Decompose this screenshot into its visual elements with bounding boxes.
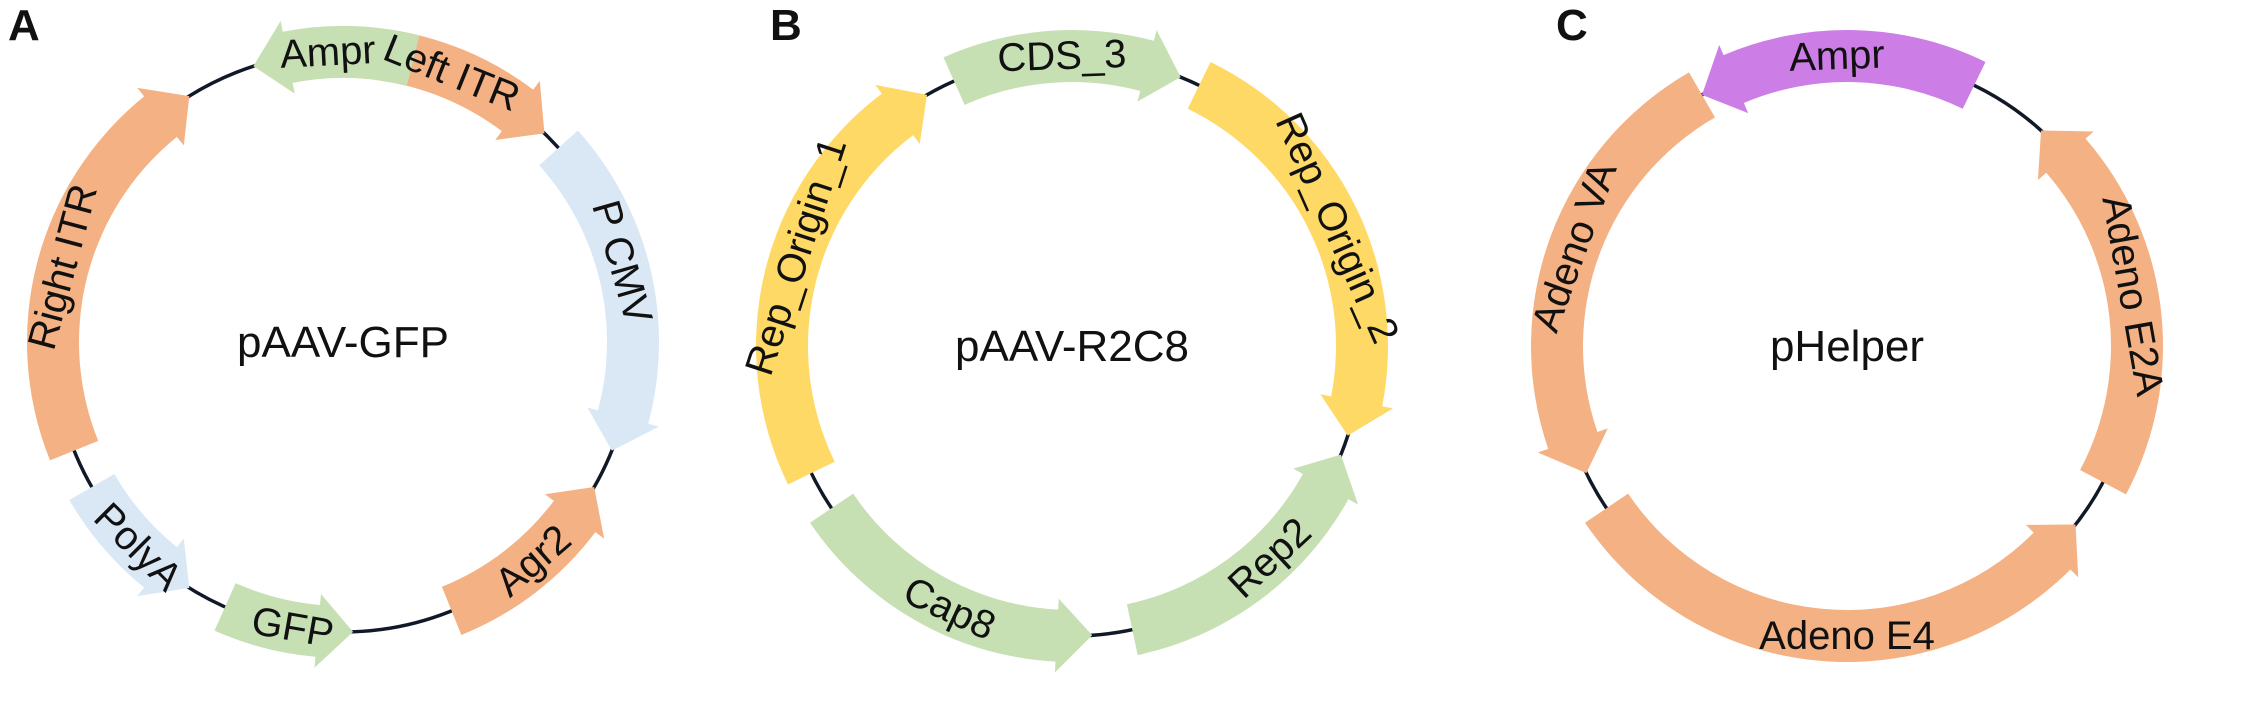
plasmid-name-c: pHelper	[1770, 322, 1924, 371]
feature-arrow-adeno-e4	[1585, 493, 2079, 663]
feature-arrow-p-cmv	[539, 130, 660, 451]
plasmid-name-a: pAAV-GFP	[237, 318, 449, 367]
feature-arrow-left-itr	[379, 29, 545, 140]
panel-b: B pAAV-R2C8 CDS_3Rep_Origin_2Rep2Cap8Rep…	[737, 1, 1407, 673]
feature-label-cds-3: CDS_3	[997, 32, 1127, 80]
feature-arrow-rep-origin-1	[756, 84, 927, 485]
feature-label-left-itr: Left ITR	[377, 26, 525, 120]
feature-arrow-adeno-va	[1531, 72, 1715, 474]
feature-arrow-cds-3	[943, 29, 1181, 105]
feature-label-right-itr: Right ITR	[20, 180, 106, 355]
panel-letter-a: A	[8, 1, 40, 50]
feature-arrow-rep2	[1126, 454, 1359, 656]
feature-arrow-ampr	[253, 21, 420, 94]
feature-arrow-adeno-e2a	[2037, 130, 2164, 495]
feature-arrow-rep-origin-2	[1187, 61, 1393, 436]
feature-arrow-cap8	[810, 493, 1093, 673]
plasmid-name-b: pAAV-R2C8	[955, 322, 1189, 371]
feature-arrow-right-itr	[27, 87, 190, 461]
feature-label-adeno-va: Adeno VA	[1524, 156, 1626, 338]
feature-arrow-agr2	[441, 487, 605, 635]
feature-arrow-ampr	[1702, 29, 1986, 114]
feature-arrow-polya	[69, 474, 190, 597]
panel-letter-b: B	[770, 1, 802, 50]
panel-letter-c: C	[1556, 1, 1588, 50]
feature-label-ampr: Ampr	[279, 28, 377, 77]
feature-label-ampr: Ampr	[1788, 33, 1885, 80]
feature-label-adeno-e2a: Adeno E2A	[2093, 192, 2172, 399]
feature-label-adeno-e4: Adeno E4	[1759, 614, 1935, 658]
feature-arrow-gfp	[214, 583, 354, 668]
